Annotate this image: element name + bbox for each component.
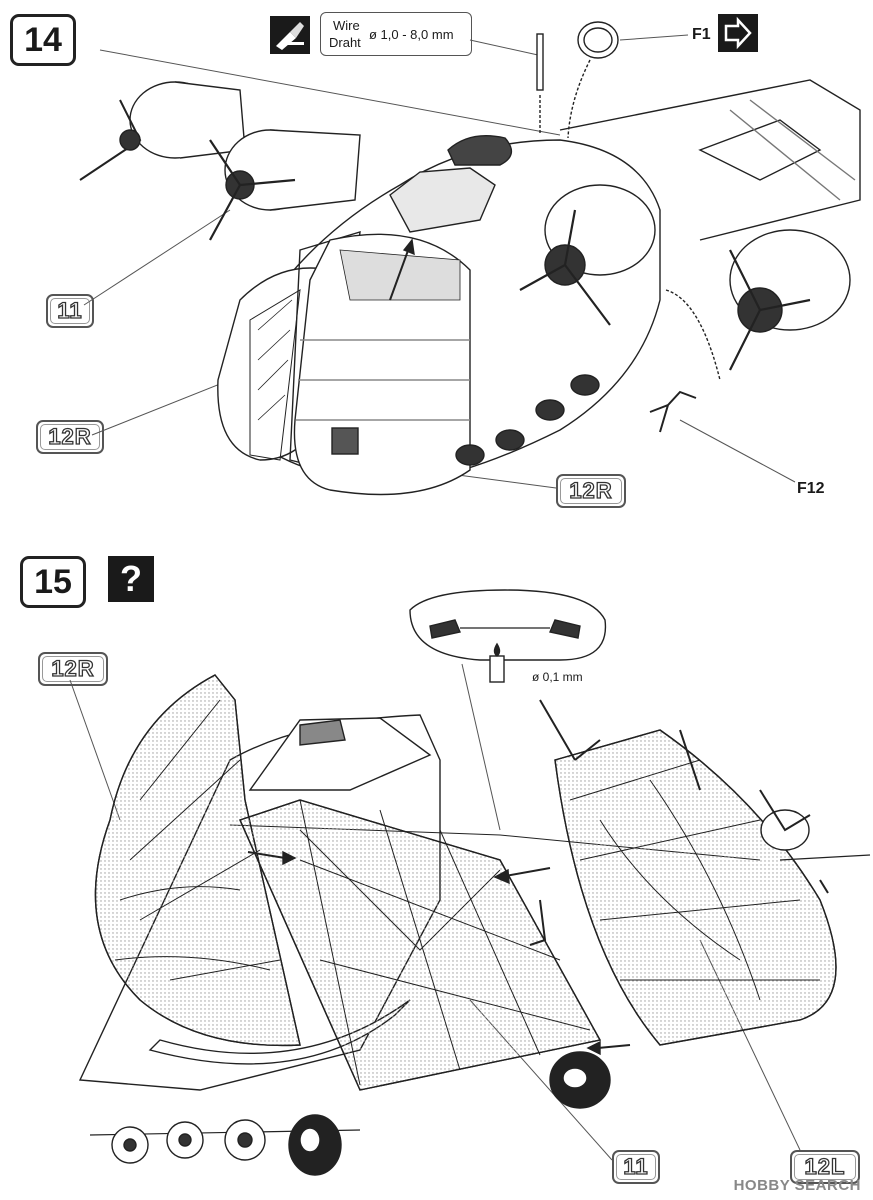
part-tag-12l-step15-label: 12L [804, 1153, 846, 1179]
step-15-number: 15 [20, 556, 86, 608]
wire-label-de: Draht [329, 35, 361, 50]
ref-f1: F1 [692, 26, 711, 43]
candle-icon [489, 642, 505, 683]
step-14-illustration [79, 21, 861, 496]
watermark: HOBBY SEARCH [734, 1177, 861, 1194]
hands-stretch-icon [429, 619, 581, 639]
part-tag-12l-step15: 12L [790, 1150, 860, 1184]
part-tag-12r-step14-left-label: 12R [48, 423, 92, 449]
wire-diameter: ø 1,0 - 8,0 mm [369, 27, 454, 42]
question-icon-glyph: ? [120, 558, 142, 599]
part-tag-11-step15-label: 11 [623, 1153, 649, 1179]
part-tag-11-step14-label: 11 [57, 297, 83, 323]
cutting-icon [270, 16, 310, 54]
flip-part-icon [718, 14, 758, 52]
part-tag-12r-step15: 12R [38, 652, 108, 686]
step-14-number: 14 [10, 14, 76, 66]
part-tag-12r-step14-right-label: 12R [569, 477, 613, 503]
part-tag-12r-step14-left: 12R [36, 420, 104, 454]
ref-f12: F12 [797, 480, 825, 497]
watermark-text: HOBBY SEARCH [733, 1177, 861, 1194]
part-tag-11-step15: 11 [612, 1150, 660, 1184]
wire-label-en: Wire [333, 18, 360, 33]
question-icon: ? [108, 556, 154, 602]
part-tag-12r-step14-right: 12R [556, 474, 626, 508]
wire-info-box: Wire Draht ø 1,0 - 8,0 mm [320, 12, 472, 56]
step-15-illustration [69, 589, 871, 1176]
part-tag-12r-step15-label: 12R [51, 655, 95, 681]
stretch-diameter: ø 0,1 mm [532, 670, 583, 684]
